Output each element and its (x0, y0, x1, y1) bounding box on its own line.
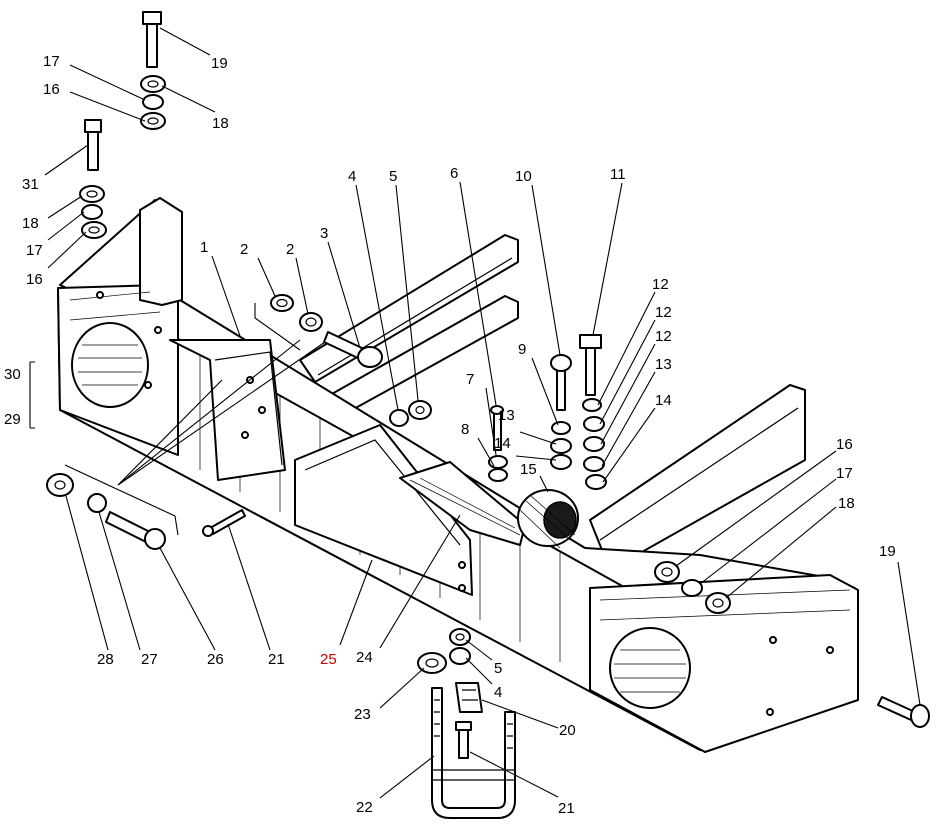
nut-part-4-lower (449, 647, 471, 665)
callout-13: 13 (498, 407, 515, 424)
bolt-part-11 (579, 334, 602, 396)
callout-21: 21 (268, 651, 285, 668)
nut-part-5-lower (449, 628, 471, 646)
callout-16: 16 (26, 271, 43, 288)
washer-part-23 (417, 652, 447, 674)
washers-part-12-13-14 (550, 398, 607, 490)
callout-2: 2 (286, 241, 294, 258)
callout-23: 23 (354, 706, 371, 723)
bolt-part-9 (550, 354, 572, 411)
bolt-part-21-lower (455, 721, 472, 759)
callout-16: 16 (43, 81, 60, 98)
callout-9: 9 (518, 341, 526, 358)
callout-18: 18 (212, 115, 229, 132)
u-bolt-part-22 (431, 687, 516, 819)
bolt-part-31 (84, 119, 102, 171)
callout-15: 15 (520, 461, 537, 478)
callout-28: 28 (97, 651, 114, 668)
callout-20: 20 (559, 722, 576, 739)
nut-part-8 (488, 455, 508, 482)
nut-part-2a (270, 294, 294, 312)
leader-lines (29, 27, 921, 799)
callout-13: 13 (655, 356, 672, 373)
bolt-part-26 (105, 511, 166, 550)
callout-5: 5 (389, 168, 397, 185)
callout-4: 4 (494, 684, 502, 701)
callout-22: 22 (356, 799, 373, 816)
nut-part-16-right (654, 561, 680, 583)
clamp-part-20 (455, 682, 483, 713)
callout-27: 27 (141, 651, 158, 668)
callout-5: 5 (494, 660, 502, 677)
washer-part-18-right (705, 592, 731, 614)
callout-19: 19 (879, 543, 896, 560)
callout-17: 17 (43, 53, 60, 70)
callout-14: 14 (494, 435, 511, 452)
callout-26: 26 (207, 651, 224, 668)
callout-30: 30 (4, 366, 21, 383)
callout-18: 18 (838, 495, 855, 512)
washer-part-17-right (681, 579, 703, 597)
nut-part-4-upper (389, 409, 409, 427)
callout-4: 4 (348, 168, 356, 185)
callout-16: 16 (836, 436, 853, 453)
rubber-bushing-part-15 (517, 489, 579, 549)
nut-washer-stack-16-17-18-top (140, 75, 166, 130)
callout-12: 12 (655, 304, 672, 321)
callout-labels: 19 17 16 18 31 18 17 16 30 29 1 2 2 3 4 … (4, 53, 896, 817)
callout-11: 11 (610, 166, 626, 183)
callout-31: 31 (22, 176, 39, 193)
nut-part-5-upper (408, 400, 432, 420)
nut-washer-stack-16-17-18-left (79, 185, 107, 239)
callout-17: 17 (26, 242, 43, 259)
callout-17: 17 (836, 465, 853, 482)
callout-10: 10 (515, 168, 532, 185)
callout-2: 2 (240, 241, 248, 258)
nut-part-2b (299, 312, 323, 332)
callout-1: 1 (200, 239, 208, 256)
callout-14: 14 (655, 392, 672, 409)
callout-29: 29 (4, 411, 21, 428)
bolt-part-6 (490, 405, 504, 451)
callout-24: 24 (356, 649, 373, 666)
callout-19: 19 (211, 55, 228, 72)
frame-rail-lower (589, 384, 806, 571)
washer-part-27 (87, 493, 107, 513)
bolt-part-19-right (877, 696, 930, 728)
callout-8: 8 (461, 421, 469, 438)
callout-12: 12 (652, 276, 669, 293)
callout-6: 6 (450, 165, 458, 182)
callout-21: 21 (558, 800, 575, 817)
callout-12: 12 (655, 328, 672, 345)
bolt-part-21-left (202, 509, 246, 537)
callout-3: 3 (320, 225, 328, 242)
callout-7: 7 (466, 371, 474, 388)
nut-part-28 (46, 473, 74, 497)
bolt-part-19-top (142, 11, 162, 68)
callout-18: 18 (22, 215, 39, 232)
callout-25: 25 (320, 651, 337, 668)
bolt-part-3 (323, 331, 383, 368)
